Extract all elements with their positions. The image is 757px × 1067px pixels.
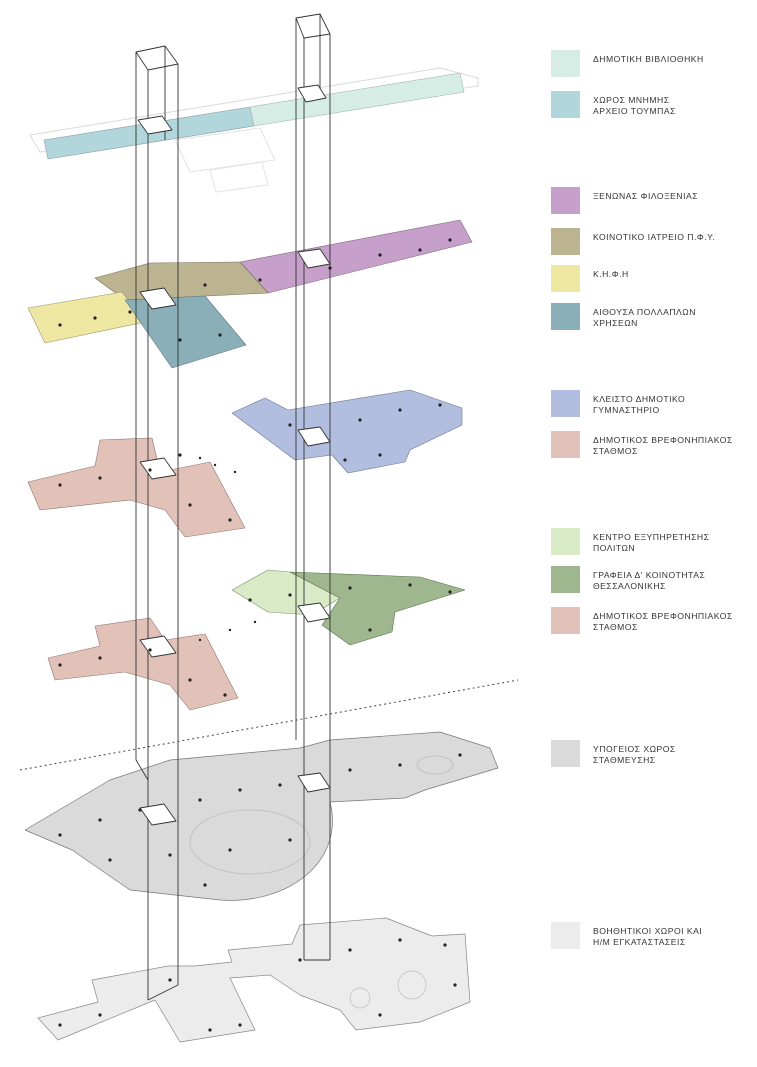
legend-label: ΒΟΗΘΗΤΙΚΟΙ ΧΩΡΟΙ ΚΑΙ Η/Μ ΕΓΚΑΤΑΣΤΑΣΕΙΣ [593, 926, 703, 947]
legend-label: Κ.Η.Φ.Η [593, 269, 629, 279]
legend-label: ΚΕΝΤΡΟ ΕΞΥΠΗΡΕΤΗΣΗΣ ΠΟΛΙΤΩΝ [593, 532, 710, 553]
nursery-floor [27, 437, 246, 538]
cores [135, 13, 331, 1001]
multipurpose-floor [124, 295, 247, 369]
legend-item-offices: ΓΡΑΦΕΙΑ Δ' ΚΟΙΝΟΤΗΤΑΣ ΘΕΣΣΑΛΟΝΙΚΗΣ [551, 566, 705, 593]
legend-label: ΑΙΘΟΥΣΑ ΠΟΛΛΑΠΛΩΝ ΧΡΗΣΕΩΝ [593, 307, 696, 328]
legend-swatch [551, 607, 580, 634]
legend-swatch [551, 228, 580, 255]
legend-swatch [551, 566, 580, 593]
legend-swatch [551, 50, 580, 77]
ground-line [19, 679, 519, 771]
library-outline [29, 67, 479, 153]
legend-item-library: ΔΗΜΟΤΙΚΗ ΒΙΒΛΙΟΘΗΚΗ [551, 50, 704, 77]
legend-label: ΚΟΙΝΟΤΙΚΟ ΙΑΤΡΕΙΟ Π.Φ.Υ. [593, 232, 716, 242]
legend-item-auxiliary: ΒΟΗΘΗΤΙΚΟΙ ΧΩΡΟΙ ΚΑΙ Η/Μ ΕΓΚΑΤΑΣΤΑΣΕΙΣ [551, 922, 702, 949]
legend-swatch [551, 265, 580, 292]
auxiliary-tank [397, 970, 427, 1000]
auxiliary-floor [37, 917, 471, 1043]
legend-swatch [551, 740, 580, 767]
parking-ramp [189, 809, 311, 875]
legend-item-nursery-2: ΔΗΜΟΤΙΚΟΣ ΒΡΕΦΟΝΗΠΙΑΚΟΣ ΣΤΑΘΜΟΣ [551, 607, 733, 634]
legend-item-gym: ΚΛΕΙΣΤΟ ΔΗΜΟΤΙΚΟ ΓΥΜΝΑΣΤΗΡΙΟ [551, 390, 685, 417]
legend-label: ΓΡΑΦΕΙΑ Δ' ΚΟΙΝΟΤΗΤΑΣ ΘΕΣΣΑΛΟΝΙΚΗΣ [593, 570, 706, 591]
left-core-top [135, 45, 179, 71]
level-2 [27, 219, 473, 369]
parking-floor [24, 731, 499, 901]
legend-swatch [551, 922, 580, 949]
legend-item-kifi: Κ.Η.Φ.Η [551, 265, 629, 292]
legend-swatch [551, 303, 580, 330]
legend-label: ΔΗΜΟΤΙΚΟΣ ΒΡΕΦΟΝΗΠΙΑΚΟΣ ΣΤΑΘΜΟΣ [593, 611, 733, 632]
legend-item-clinic: ΚΟΙΝΟΤΙΚΟ ΙΑΤΡΕΙΟ Π.Φ.Υ. [551, 228, 715, 255]
legend-swatch [551, 91, 580, 118]
level-4 [47, 569, 466, 711]
legend-swatch [551, 431, 580, 458]
legend-swatch [551, 187, 580, 214]
library-outline-ghost [174, 127, 276, 173]
level-parking [24, 731, 499, 901]
level-3 [27, 389, 463, 538]
gym-floor [231, 389, 463, 474]
auxiliary-tank-2 [349, 987, 371, 1009]
legend-swatch [551, 528, 580, 555]
level-library [29, 67, 479, 193]
legend-item-nursery: ΔΗΜΟΤΙΚΟΣ ΒΡΕΦΟΝΗΠΙΑΚΟΣ ΣΤΑΘΜΟΣ [551, 431, 733, 458]
legend-item-citizens-center: ΚΕΝΤΡΟ ΕΞΥΠΗΡΕΤΗΣΗΣ ΠΟΛΙΤΩΝ [551, 528, 709, 555]
legend-item-archive: ΧΩΡΟΣ ΜΝΗΜΗΣ ΑΡΧΕΙΟ ΤΟΥΜΠΑΣ [551, 91, 676, 118]
right-core-top [295, 13, 331, 39]
legend-label: ΥΠΟΓΕΙΟΣ ΧΩΡΟΣ ΣΤΑΘΜΕΥΣΗΣ [593, 744, 676, 765]
library-floor [249, 72, 465, 127]
legend-label: ΔΗΜΟΤΙΚΟΣ ΒΡΕΦΟΝΗΠΙΑΚΟΣ ΣΤΑΘΜΟΣ [593, 435, 733, 456]
legend-label: ΞΕΝΩΝΑΣ ΦΙΛΟΞΕΝΙΑΣ [593, 191, 699, 201]
library-outline-ghost-2 [209, 161, 269, 193]
legend-item-multipurpose: ΑΙΘΟΥΣΑ ΠΟΛΛΑΠΛΩΝ ΧΡΗΣΕΩΝ [551, 303, 696, 330]
legend-item-parking: ΥΠΟΓΕΙΟΣ ΧΩΡΟΣ ΣΤΑΘΜΕΥΣΗΣ [551, 740, 676, 767]
nursery-floor-2 [47, 617, 239, 711]
legend-item-guesthouse: ΞΕΝΩΝΑΣ ΦΙΛΟΞΕΝΙΑΣ [551, 187, 698, 214]
legend-label: ΧΩΡΟΣ ΜΝΗΜΗΣ ΑΡΧΕΙΟ ΤΟΥΜΠΑΣ [593, 95, 676, 116]
legend-label: ΔΗΜΟΤΙΚΗ ΒΙΒΛΙΟΘΗΚΗ [593, 54, 704, 64]
parking-ramp-inner [416, 755, 454, 775]
guesthouse-floor [239, 219, 473, 294]
legend-swatch [551, 390, 580, 417]
legend-label: ΚΛΕΙΣΤΟ ΔΗΜΟΤΙΚΟ ΓΥΜΝΑΣΤΗΡΙΟ [593, 394, 686, 415]
level-auxiliary [37, 917, 471, 1043]
column-dots [58, 238, 462, 1032]
offices-floor [289, 571, 466, 646]
